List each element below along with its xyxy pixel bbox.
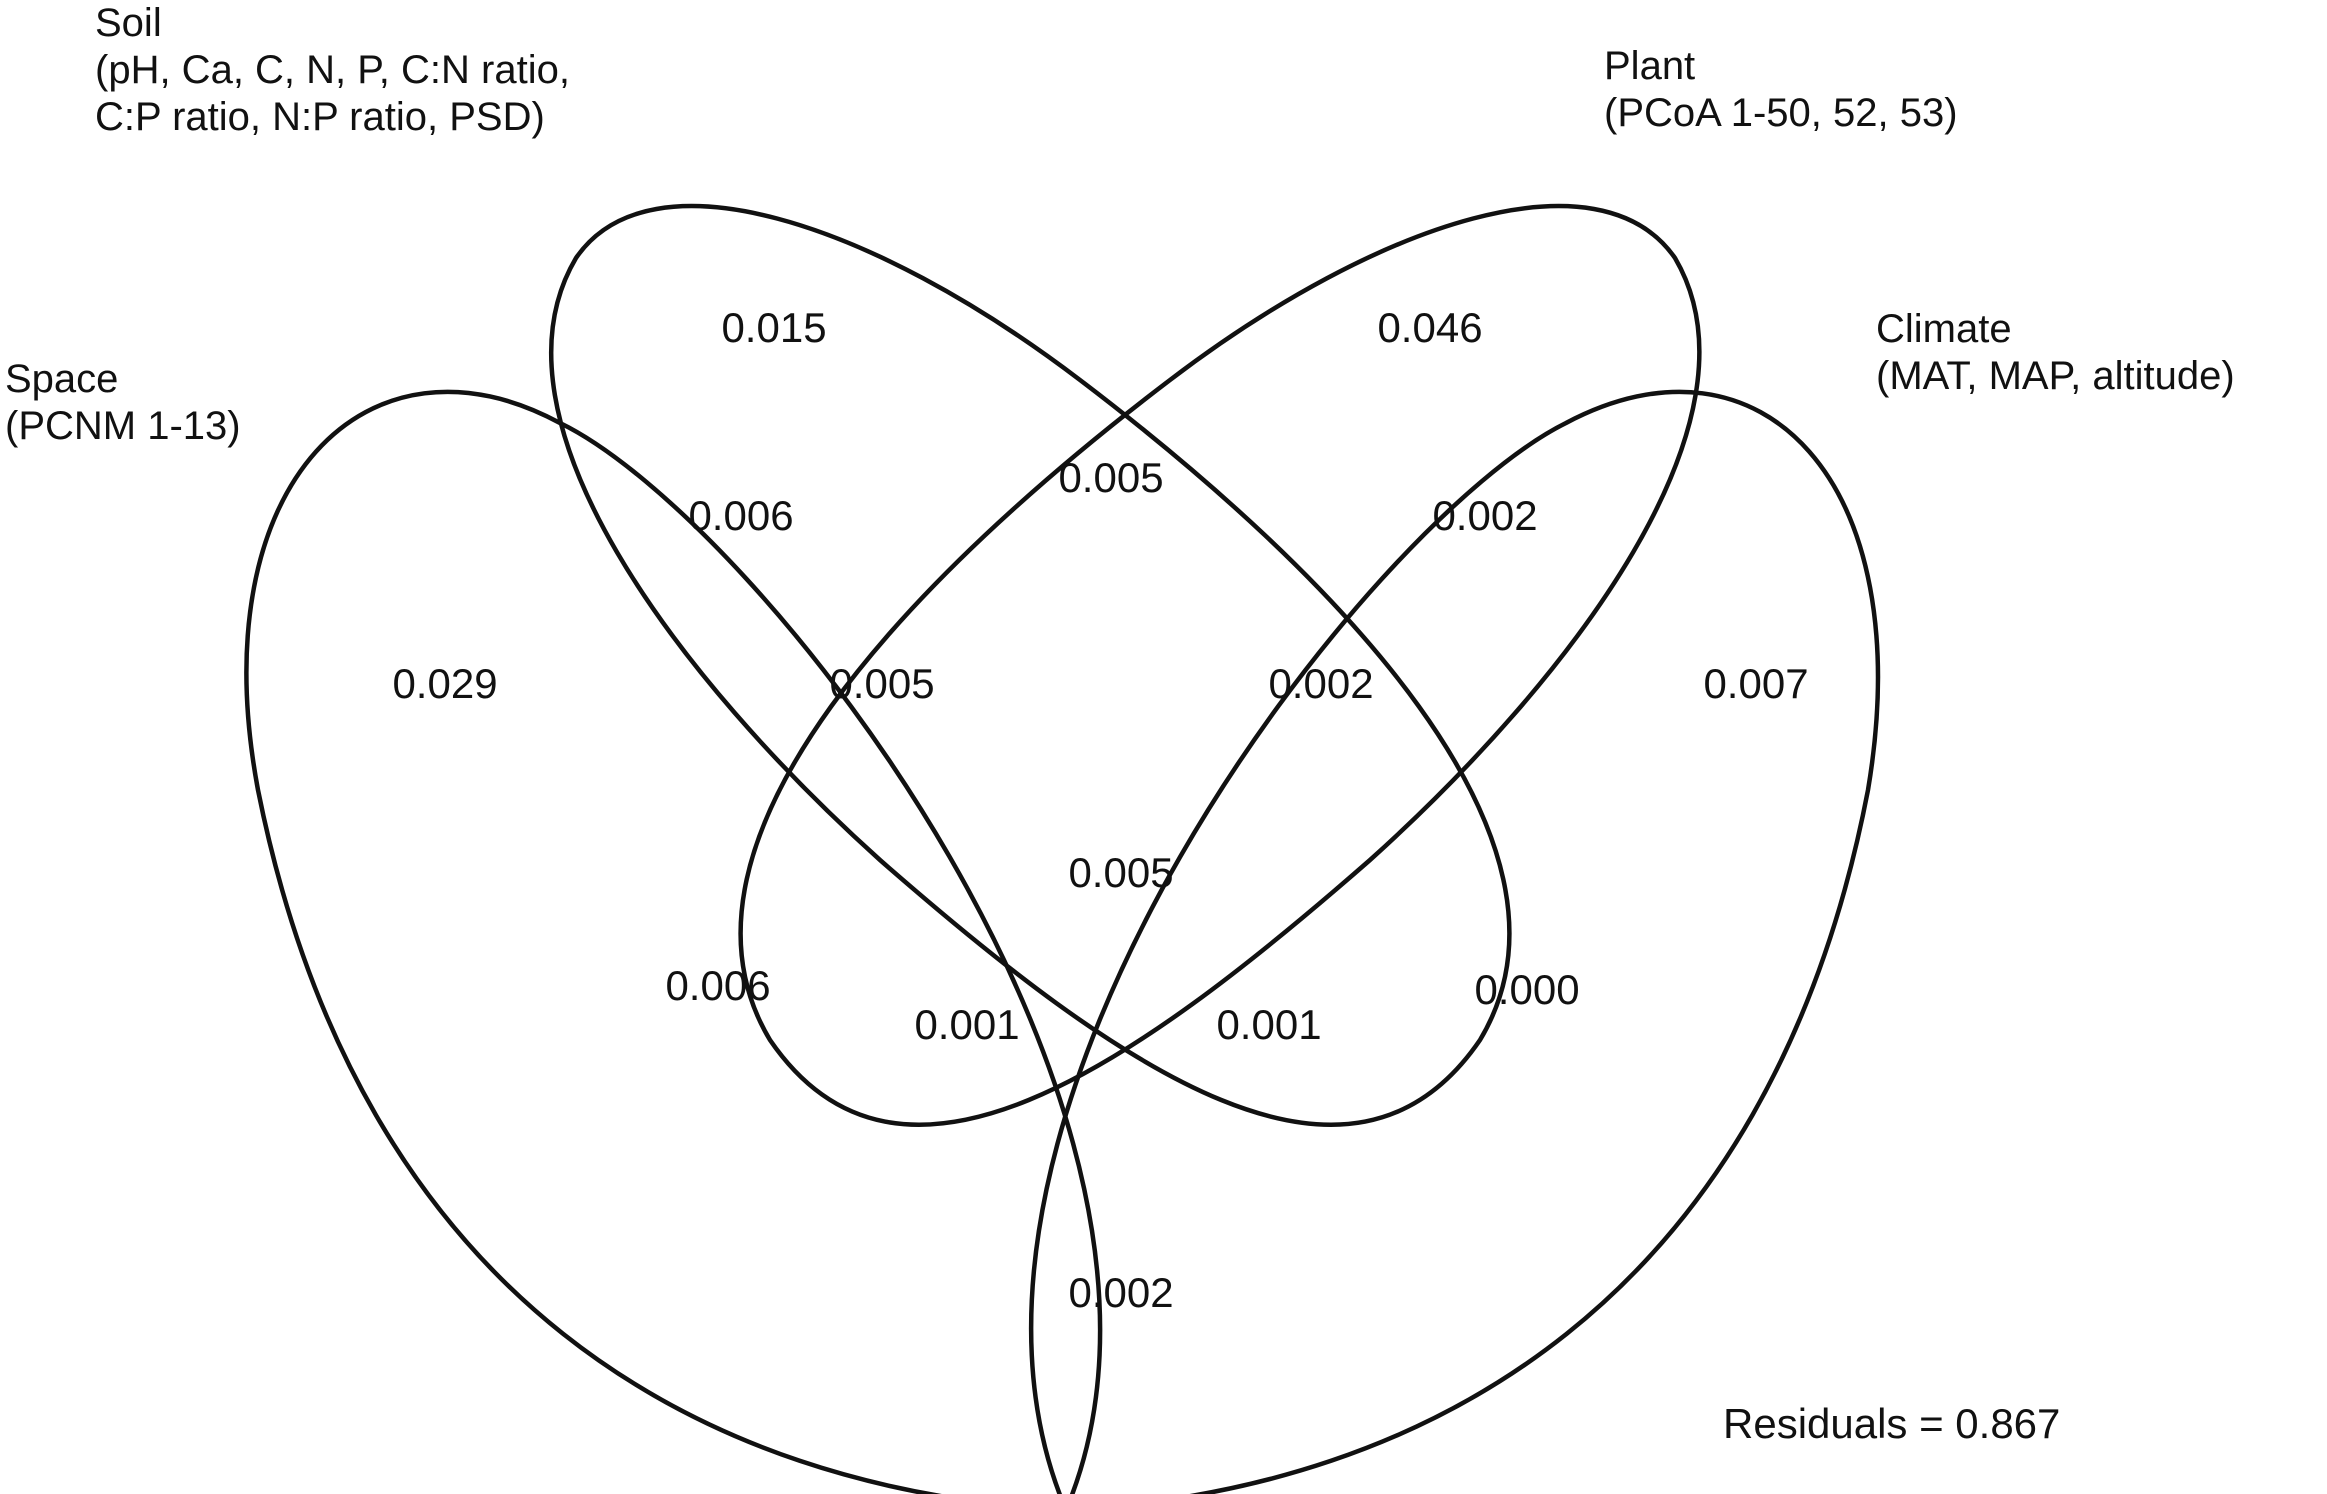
soil-detail-line-1: (pH, Ca, C, N, P, C:N ratio,: [95, 48, 570, 92]
region-soil-only: 0.015: [721, 304, 827, 351]
region-all-four: 0.005: [1068, 849, 1174, 896]
region-soil-plant-climate: 0.002: [1268, 660, 1374, 707]
plant-name: Plant: [1604, 44, 1696, 88]
region-climate-only: 0.007: [1703, 660, 1809, 707]
space-name: Space: [5, 357, 119, 401]
plant-detail-line-1: (PCoA 1-50, 52, 53): [1604, 91, 1958, 135]
region-space-only: 0.029: [392, 660, 498, 707]
climate-label: Climate (MAT, MAP, altitude): [1876, 306, 2235, 400]
region-plant-only: 0.046: [1377, 304, 1483, 351]
region-space-soil-climate: 0.001: [1216, 1001, 1322, 1048]
region-space-climate: 0.002: [1068, 1269, 1174, 1316]
space-set-outline: [244, 389, 1103, 1494]
region-plant-climate: 0.002: [1432, 492, 1538, 539]
region-space-soil: 0.006: [688, 492, 794, 539]
region-soil-plant: 0.005: [1058, 454, 1164, 501]
climate-detail-line-1: (MAT, MAP, altitude): [1876, 354, 2235, 398]
region-space-plant: 0.006: [665, 962, 771, 1009]
soil-name: Soil: [95, 1, 162, 45]
soil-detail-line-2: C:P ratio, N:P ratio, PSD): [95, 95, 545, 139]
climate-name: Climate: [1876, 307, 2012, 351]
space-label: Space (PCNM 1-13): [5, 356, 241, 450]
plant-set-outline: [738, 203, 1702, 1127]
region-soil-climate: 0.000: [1474, 966, 1580, 1013]
residuals-label: Residuals = 0.867: [1723, 1400, 2061, 1447]
soil-set-outline: [548, 203, 1512, 1127]
soil-label: Soil (pH, Ca, C, N, P, C:N ratio, C:P ra…: [95, 0, 570, 141]
region-space-soil-plant: 0.005: [829, 660, 935, 707]
space-detail-line-1: (PCNM 1-13): [5, 404, 241, 448]
climate-set-outline: [1029, 389, 1881, 1494]
region-space-plant-climate: 0.001: [914, 1001, 1020, 1048]
plant-label: Plant (PCoA 1-50, 52, 53): [1604, 43, 1958, 137]
